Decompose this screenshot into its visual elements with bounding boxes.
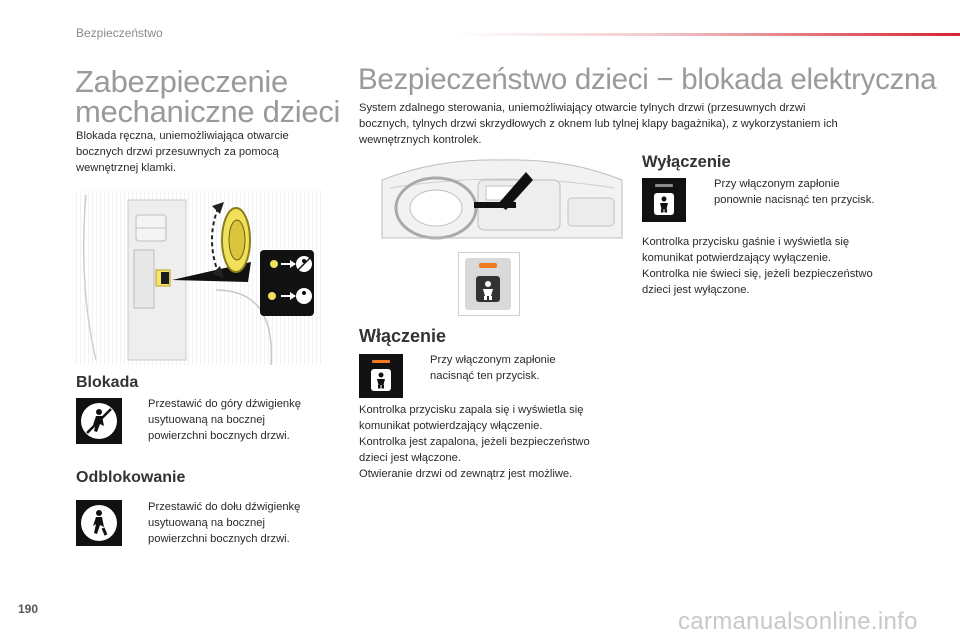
section-header: Bezpieczeństwo bbox=[76, 26, 163, 40]
unlock-line2: usytuowaną na bocznej bbox=[148, 517, 265, 529]
left-intro-line2: bocznych drzwi przesuwnych za pomocą bbox=[76, 146, 279, 158]
door-latch-illustration bbox=[76, 190, 321, 366]
enable-button-icon bbox=[359, 354, 403, 398]
page-number: 190 bbox=[18, 602, 39, 616]
disable-child-icon bbox=[654, 193, 674, 215]
door-latch-drawing bbox=[76, 190, 321, 366]
enable-step-line1: Przy włączonym zapłonie bbox=[430, 354, 556, 366]
enable-child-icon bbox=[371, 369, 391, 391]
disable-desc-4: dzieci jest wyłączone. bbox=[642, 284, 750, 296]
enable-heading: Włączenie bbox=[359, 326, 447, 346]
enable-desc-4: dzieci jest włączone. bbox=[359, 452, 461, 464]
disable-desc-2: komunikat potwierdzający wyłączenie. bbox=[642, 252, 832, 264]
enable-desc-1: Kontrolka przycisku zapala się i wyświet… bbox=[359, 404, 584, 416]
disable-desc-3: Kontrolka nie świeci się, jeżeli bezpiec… bbox=[642, 268, 873, 280]
right-title: Bezpieczeństwo dzieci − blokada elektryc… bbox=[358, 63, 937, 96]
lock-heading: Blokada bbox=[76, 374, 139, 391]
lock-line3: powierzchni bocznych drzwi. bbox=[148, 430, 290, 442]
left-title-line2: mechaniczne dzieci bbox=[75, 94, 341, 129]
disable-step-line1: Przy włączonym zapłonie bbox=[714, 178, 840, 190]
enable-desc-3: Kontrolka jest zapalona, jeżeli bezpiecz… bbox=[359, 436, 590, 448]
child-lock-icon bbox=[76, 398, 122, 444]
enable-desc-5: Otwieranie drzwi od zewnątrz jest możliw… bbox=[359, 468, 573, 480]
dashboard-illustration bbox=[378, 158, 626, 246]
child-door-icon bbox=[476, 276, 500, 302]
lock-line2: usytuowaną na bocznej bbox=[148, 414, 265, 426]
left-intro-line1: Blokada ręczna, uniemożliwiająca otwarci… bbox=[76, 130, 289, 142]
enable-desc-2: komunikat potwierdzający włączenie. bbox=[359, 420, 543, 432]
button-detail-frame bbox=[458, 252, 520, 316]
unlock-line1: Przestawić do dołu dźwigienkę bbox=[148, 501, 301, 513]
left-title-line1: Zabezpieczenie bbox=[75, 64, 288, 99]
unlock-line3: powierzchni bocznych drzwi. bbox=[148, 533, 290, 545]
enable-step-line2: nacisnąć ten przycisk. bbox=[430, 370, 540, 382]
right-intro-line3: wewnętrznych kontrolek. bbox=[359, 134, 482, 146]
unlock-heading: Odblokowanie bbox=[76, 469, 186, 486]
watermark: carmanualsonline.info bbox=[678, 608, 918, 635]
header-accent-line bbox=[455, 33, 960, 36]
disable-step-line2: ponownie nacisnąć ten przycisk. bbox=[714, 194, 875, 206]
disable-heading: Wyłączenie bbox=[642, 153, 731, 171]
enable-led-icon bbox=[372, 360, 390, 363]
disable-desc-1: Kontrolka przycisku gaśnie i wyświetla s… bbox=[642, 236, 850, 248]
child-unlock-icon bbox=[76, 500, 122, 546]
child-safety-button-on bbox=[465, 258, 511, 310]
lock-line1: Przestawić do góry dźwigienkę bbox=[148, 398, 301, 410]
disable-led-icon bbox=[655, 184, 673, 187]
disable-button-icon bbox=[642, 178, 686, 222]
indicator-led-on bbox=[479, 263, 497, 268]
right-intro-line1: System zdalnego sterowania, uniemożliwia… bbox=[359, 102, 806, 114]
left-intro-line3: wewnętrznej klamki. bbox=[76, 162, 177, 174]
right-intro-line2: bocznych, tylnych drzwi skrzydłowych z o… bbox=[359, 118, 838, 130]
